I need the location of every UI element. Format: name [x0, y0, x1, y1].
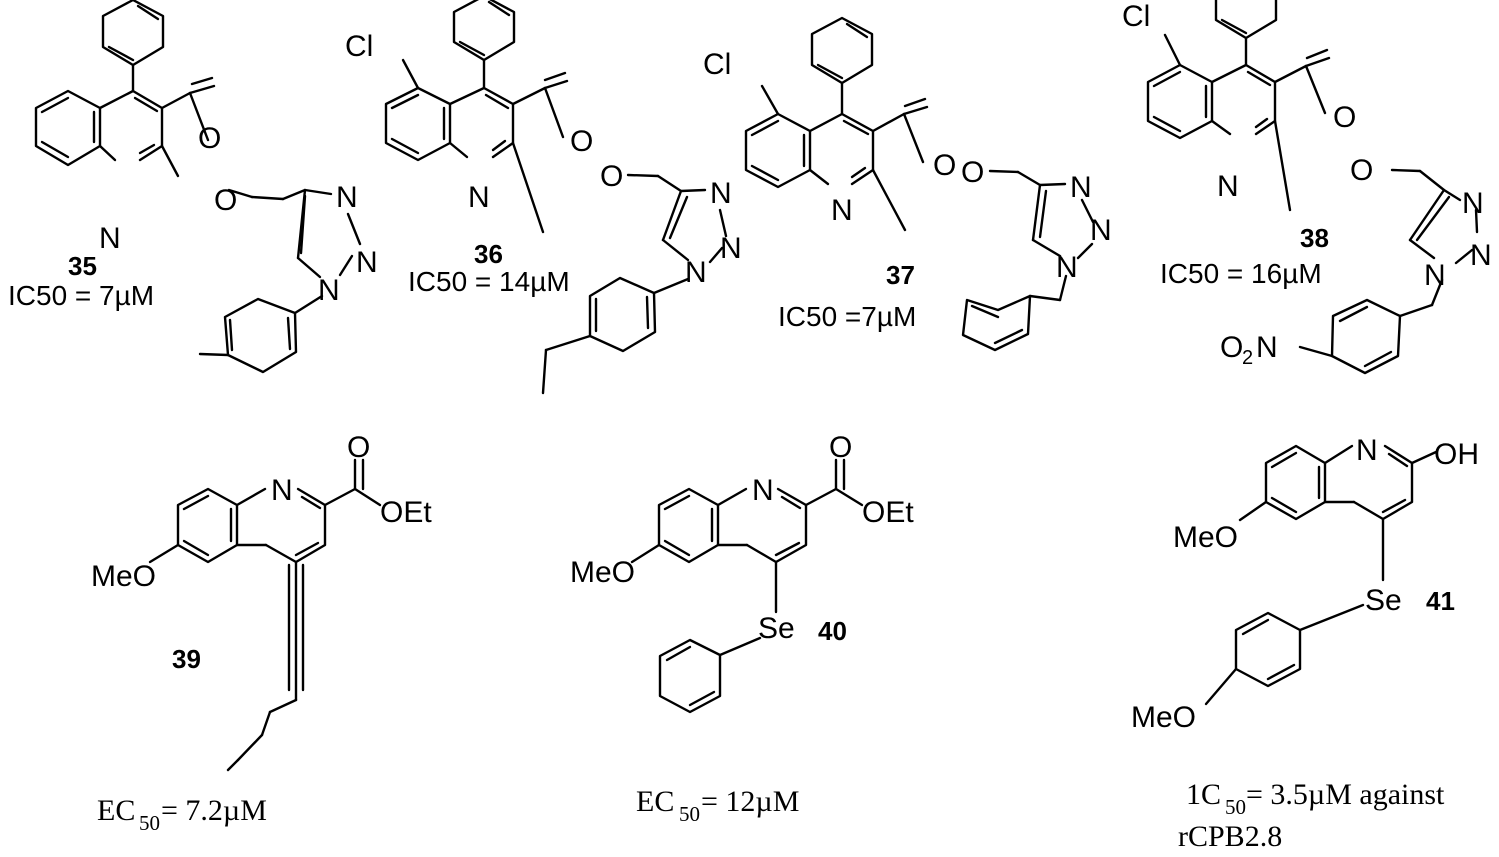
atom-se: Se [758, 612, 795, 645]
atom-n: N [1217, 170, 1239, 203]
activity-label: IC50 =7µM [778, 301, 916, 332]
compound-number: 38 [1300, 223, 1329, 253]
atom-n: N [720, 232, 742, 265]
atom-subscript: 2 [1242, 347, 1253, 369]
compound-36-bonds [384, 0, 728, 395]
svg-text:EC: EC [636, 785, 674, 818]
activity-label: 1C 50 = 3.5µM against rCPB2.8 [1178, 778, 1445, 853]
activity-label: EC 50 = 12µM [636, 785, 799, 826]
compound-number: 35 [68, 251, 97, 281]
compound-number: 37 [886, 260, 915, 290]
svg-text:50: 50 [1225, 795, 1246, 819]
atom-o: O [1333, 101, 1356, 134]
activity-label: IC50 = 16µM [1160, 258, 1322, 289]
svg-text:1C: 1C [1186, 778, 1221, 811]
atom-o: O [1220, 331, 1243, 364]
atom-o: O [933, 149, 956, 182]
atom-o: O [347, 431, 370, 464]
atom-n: N [99, 222, 121, 255]
compound-38: Cl N O O N N N O 2 N 38 IC50 = 16µM [1122, 0, 1492, 375]
atom-o: O [570, 125, 593, 158]
compound-35-bonds [34, 0, 362, 374]
atom-n: N [271, 474, 293, 507]
svg-text:rCPB2.8: rCPB2.8 [1178, 820, 1282, 853]
atom-n: N [710, 177, 732, 210]
atom-meo: MeO [570, 556, 635, 589]
atom-n: N [1424, 259, 1446, 292]
atom-se: Se [1365, 584, 1402, 617]
atom-n: N [685, 256, 707, 289]
atom-n: N [468, 181, 490, 214]
atom-n: N [356, 246, 378, 279]
compound-35: N O O N N N 35 IC50 = 7µM [8, 0, 378, 374]
atom-o: O [1350, 154, 1373, 187]
atom-n: N [336, 181, 358, 214]
atom-meo: MeO [91, 560, 156, 593]
atom-oet: OEt [862, 496, 914, 529]
atom-o: O [214, 184, 237, 217]
compound-40: N O OEt MeO Se 40 EC 50 = 12µM [570, 431, 914, 826]
svg-text:= 12µM: = 12µM [701, 785, 799, 818]
compound-38-bonds [1146, 0, 1479, 375]
atom-meo: MeO [1131, 701, 1196, 734]
atom-n: N [752, 474, 774, 507]
atom-n: N [1256, 331, 1278, 364]
compound-number: 40 [818, 616, 847, 646]
compound-number: 39 [172, 644, 201, 674]
activity-label: IC50 = 14µM [408, 266, 570, 297]
atom-n: N [1070, 171, 1092, 204]
atom-n: N [1090, 214, 1112, 247]
compound-39: N O OEt MeO 39 EC 50 = 7.2µM [91, 431, 432, 835]
atom-n: N [318, 274, 340, 307]
activity-label: EC 50 = 7.2µM [97, 794, 267, 835]
compound-number: 36 [474, 239, 503, 269]
activity-label: IC50 = 7µM [8, 280, 154, 311]
compound-40-bonds [630, 458, 864, 714]
compound-39-bonds [148, 458, 382, 772]
compound-36: Cl N O O N N N 36 IC50 = 14µM [345, 0, 742, 395]
svg-text:EC: EC [97, 794, 135, 827]
atom-n: N [1356, 434, 1378, 467]
atom-oh: OH [1434, 438, 1479, 471]
atom-cl: Cl [345, 30, 373, 63]
compound-41: N OH MeO Se MeO 41 1C 50 = 3.5µM against… [1131, 434, 1479, 853]
compound-37: Cl N O O N N N 37 IC50 =7µM [703, 16, 1112, 352]
atom-n: N [1470, 239, 1492, 272]
svg-text:= 3.5µM against: = 3.5µM against [1246, 778, 1445, 811]
atom-n: N [1462, 187, 1484, 220]
atom-n: N [1056, 251, 1078, 284]
atom-o: O [829, 431, 852, 464]
compound-number: 41 [1426, 586, 1455, 616]
atom-o: O [600, 160, 623, 193]
atom-o: O [198, 122, 221, 155]
atom-oet: OEt [380, 496, 432, 529]
atom-cl: Cl [703, 48, 731, 81]
atom-n: N [831, 194, 853, 227]
svg-text:50: 50 [139, 811, 160, 835]
compound-41-bonds [1204, 444, 1438, 706]
atom-meo: MeO [1173, 521, 1238, 554]
svg-text:50: 50 [679, 802, 700, 826]
compound-37-bonds [744, 16, 1095, 352]
atom-cl: Cl [1122, 0, 1150, 33]
atom-o: O [961, 156, 984, 189]
svg-text:= 7.2µM: = 7.2µM [161, 794, 267, 827]
